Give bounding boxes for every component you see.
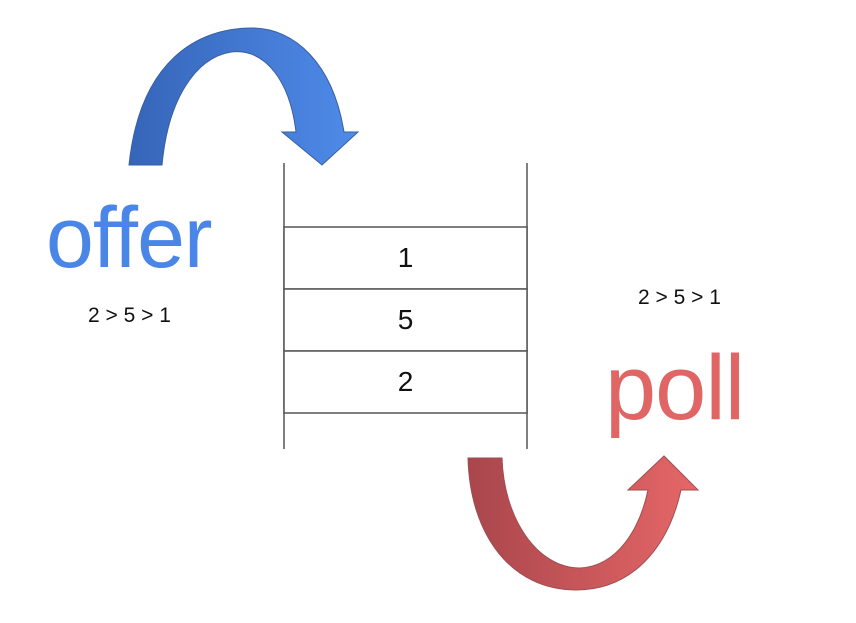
queue-cell-box	[283, 288, 528, 352]
queue-cell-value: 1	[397, 242, 414, 273]
poll-sequence: 2 > 5 > 1	[638, 286, 721, 309]
offer-sequence: 2 > 5 > 1	[88, 304, 171, 327]
poll-curved-arrow	[467, 455, 700, 591]
queue-cell-value: 2	[397, 366, 414, 397]
offer-curved-arrow	[128, 27, 360, 166]
poll-label: poll	[605, 337, 745, 439]
queue-cell-box	[283, 350, 528, 414]
offer-label: offer	[46, 190, 213, 286]
queue-cell-value: 5	[397, 304, 414, 335]
